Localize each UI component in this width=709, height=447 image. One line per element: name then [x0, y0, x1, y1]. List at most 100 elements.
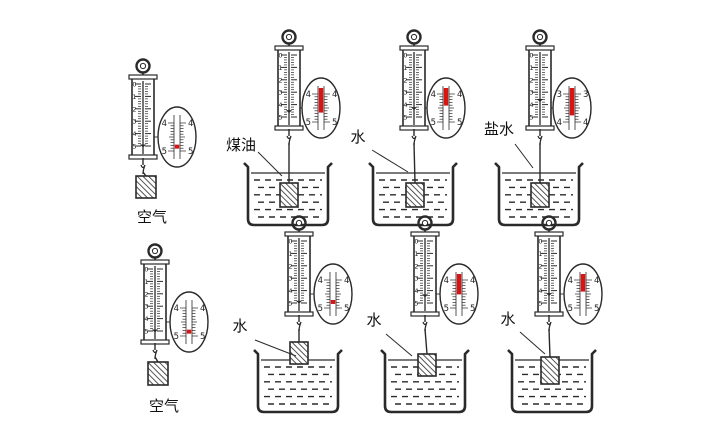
- scale-tick-label: 4: [278, 101, 282, 109]
- magnified-tick-label-lower-right: 5: [200, 332, 205, 342]
- magnified-tick-label-upper-right: 4: [332, 90, 337, 100]
- scale-tick-label: 4: [403, 101, 407, 109]
- medium-label: 水: [366, 311, 381, 329]
- scale-bottom-hook: [296, 321, 302, 332]
- scale-tick-label: 1: [288, 250, 292, 258]
- magnified-tick-label-upper: 4: [318, 276, 323, 286]
- scale-tick-label: 3: [414, 275, 418, 283]
- magnified-tick-label-upper-right: 4: [470, 276, 475, 286]
- magnified-tick-label-upper: 4: [444, 276, 449, 286]
- hanging-block: [540, 356, 560, 385]
- hanging-block: [530, 182, 550, 208]
- scale-tick-label: 4: [529, 101, 533, 109]
- reading-indicator: [580, 274, 586, 292]
- magnified-tick-label-lower-right: 5: [457, 118, 462, 128]
- scale-tick-label: 5: [132, 143, 136, 151]
- scale-pointer: [422, 294, 428, 298]
- label-leader-line: [514, 143, 534, 169]
- scale-tick-label: 4: [288, 287, 292, 295]
- scale-tick-label: 5: [288, 300, 292, 308]
- magnified-tick-label-upper: 4: [162, 119, 167, 129]
- magnified-tick-label-upper: 4: [306, 90, 311, 100]
- scale-tick-label: 4: [414, 287, 418, 295]
- scale-bottom-hook: [546, 321, 552, 332]
- hanging-block: [405, 182, 425, 208]
- scale-tick-label: 2: [403, 76, 407, 84]
- scale-tick-label: 3: [538, 275, 542, 283]
- magnified-tick-label-upper: 4: [174, 304, 179, 314]
- scale-tick-label: 1: [403, 64, 407, 72]
- scale-tick-label: 0: [278, 52, 282, 60]
- magnified-tick-label-lower: 5: [318, 304, 323, 314]
- reading-indicator: [456, 274, 462, 295]
- scale-tick-label: 2: [529, 76, 533, 84]
- magnified-tick-label-lower: 5: [306, 118, 311, 128]
- label-leader-line: [519, 331, 546, 355]
- scale-tick-label: 3: [288, 275, 292, 283]
- magnified-tick-label-lower-right: 5: [188, 147, 193, 157]
- magnified-scale-bubble: [313, 263, 353, 325]
- magnified-tick-label-lower: 5: [162, 147, 167, 157]
- beaker: [243, 162, 333, 227]
- magnified-scale-bubble: [563, 263, 603, 325]
- beaker: [253, 349, 343, 414]
- beaker: [507, 349, 597, 414]
- label-leader-line: [254, 339, 297, 357]
- scale-tick-label: 5: [414, 300, 418, 308]
- scale-tick-label: 3: [278, 89, 282, 97]
- scale-pointer: [140, 144, 146, 148]
- scale-bottom-hook: [411, 135, 417, 146]
- scale-tick-label: 1: [144, 278, 148, 286]
- scale-tick-label: 1: [132, 93, 136, 101]
- medium-label: 水: [350, 128, 365, 146]
- beaker: [380, 349, 470, 414]
- magnified-tick-label-lower: 5: [444, 304, 449, 314]
- scale-bottom-hook: [286, 135, 292, 146]
- scale-tick-label: 1: [278, 64, 282, 72]
- medium-label: 煤油: [226, 136, 256, 154]
- scale-tick-label: 3: [403, 89, 407, 97]
- hanging-block: [289, 341, 309, 365]
- scale-tick-label: 5: [403, 114, 407, 122]
- scale-tick-label: 4: [132, 130, 136, 138]
- reading-indicator: [569, 88, 575, 116]
- scale-tick-label: 1: [414, 250, 418, 258]
- scale-bottom-hook: [537, 135, 543, 146]
- hanging-string: [548, 328, 551, 358]
- magnified-scale-bubble: [157, 106, 197, 168]
- magnified-tick-label-lower-right: 4: [583, 118, 588, 128]
- beaker: [494, 162, 584, 227]
- magnified-tick-label-upper-right: 4: [457, 90, 462, 100]
- scale-tick-label: 1: [538, 250, 542, 258]
- scale-tick-label: 0: [144, 266, 148, 274]
- medium-label: 水: [232, 317, 247, 335]
- magnified-tick-label-upper: 3: [557, 90, 562, 100]
- magnified-tick-label-upper-right: 4: [188, 119, 193, 129]
- magnified-tick-label-upper-right: 3: [583, 90, 588, 100]
- scale-pointer: [537, 99, 543, 103]
- magnified-tick-label-lower: 4: [557, 118, 562, 128]
- scale-tick-label: 3: [144, 303, 148, 311]
- magnified-tick-label-lower-right: 5: [332, 118, 337, 128]
- scale-bottom-hook: [152, 349, 158, 360]
- magnified-scale-bubble: [169, 291, 209, 353]
- label-leader-line: [257, 151, 283, 177]
- scale-bottom-hook: [140, 164, 146, 175]
- medium-label: 空气: [149, 397, 179, 415]
- hanging-string: [413, 142, 416, 184]
- scale-tick-label: 3: [132, 118, 136, 126]
- label-leader-line: [385, 333, 413, 357]
- scale-tick-label: 5: [529, 114, 533, 122]
- scale-tick-label: 0: [132, 81, 136, 89]
- magnified-tick-label-upper: 4: [568, 276, 573, 286]
- magnified-tick-label-lower-right: 5: [344, 304, 349, 314]
- scale-tick-label: 0: [414, 238, 418, 246]
- scale-tick-label: 0: [288, 238, 292, 246]
- reading-indicator: [443, 88, 449, 106]
- scale-tick-label: 2: [414, 262, 418, 270]
